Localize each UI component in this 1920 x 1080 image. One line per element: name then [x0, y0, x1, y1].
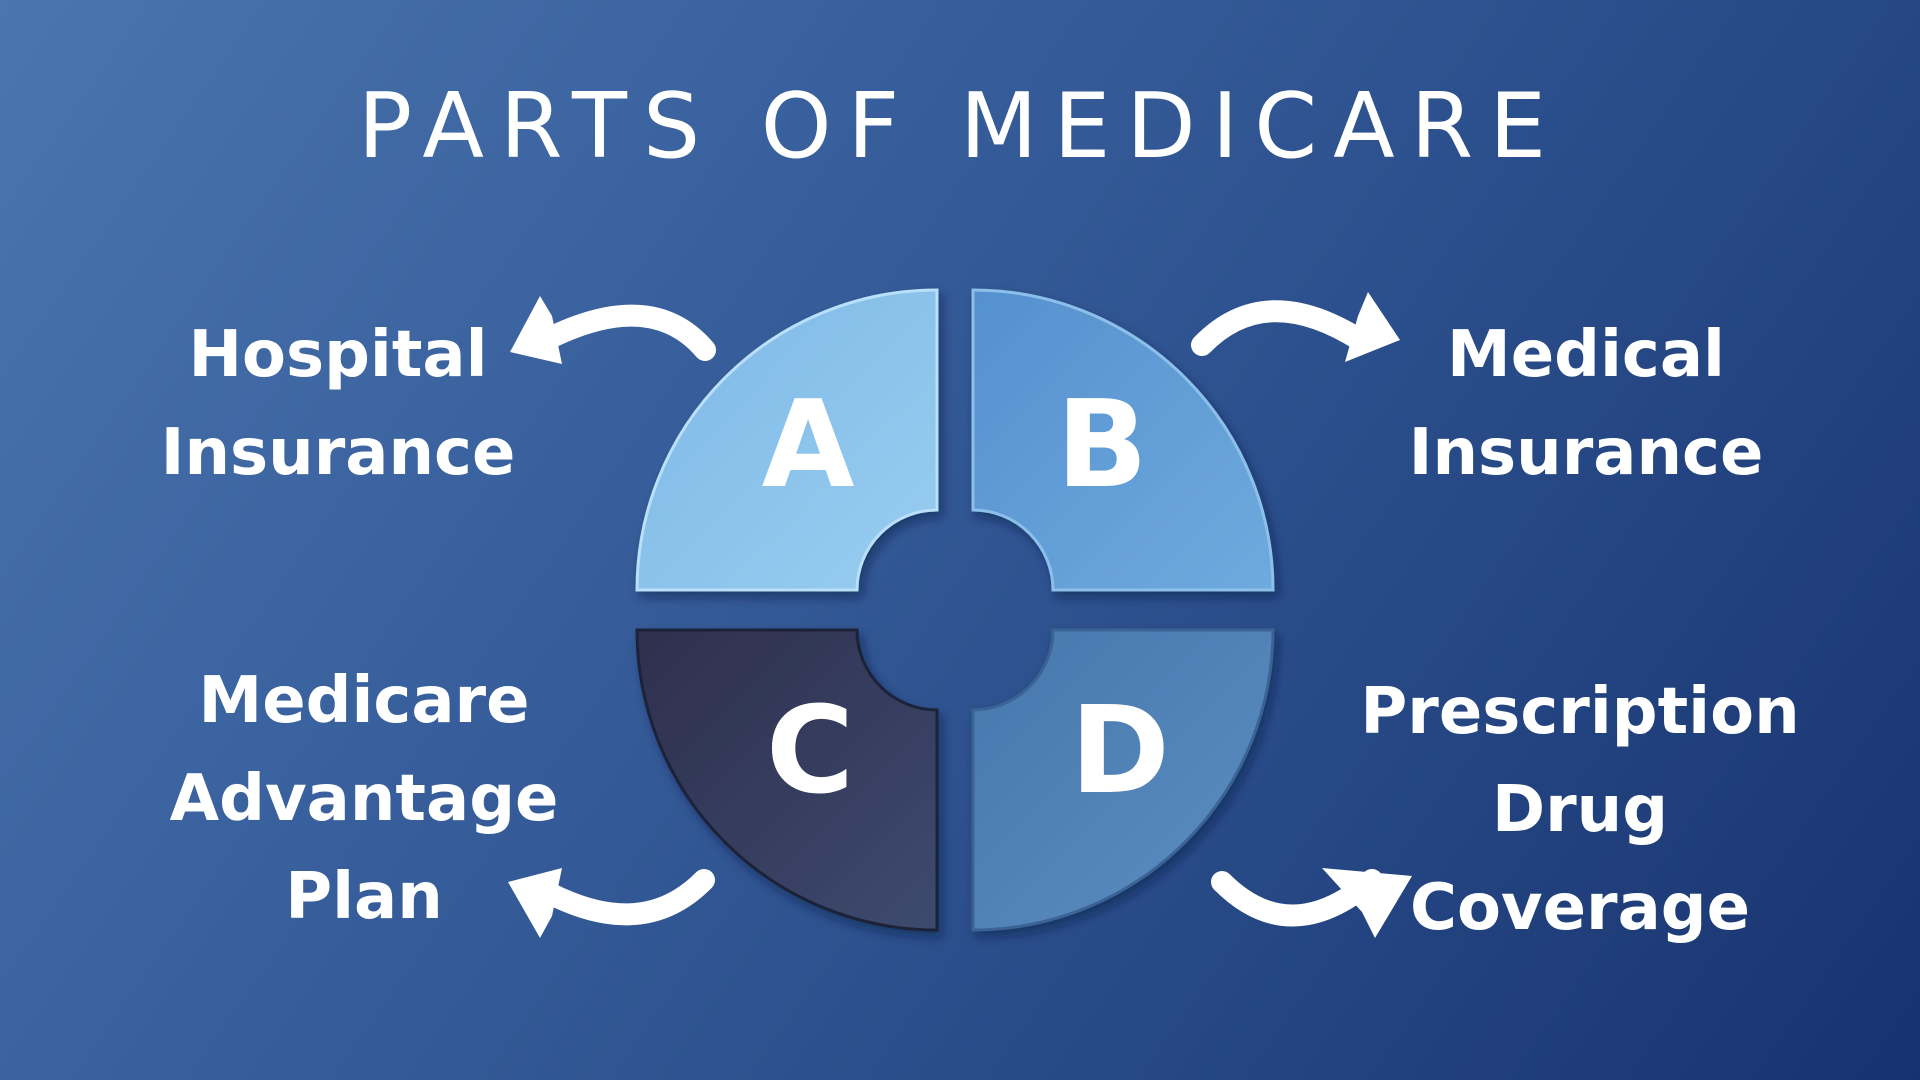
arrowhead-part-c-icon	[508, 868, 562, 938]
label-line: Medical	[1447, 318, 1725, 392]
segment-part-c	[635, 628, 939, 932]
label-line: Insurance	[160, 416, 516, 490]
letter-part-c: C	[766, 682, 854, 821]
label-part-d: Prescription Drug Coverage	[1300, 663, 1860, 957]
arrow-to-part-a-label	[529, 304, 716, 361]
label-line: Medicare	[198, 664, 530, 738]
label-line: Insurance	[1408, 416, 1764, 490]
arrow-to-part-b-label	[1191, 300, 1371, 356]
page-title: PARTS OF MEDICARE	[357, 74, 1563, 179]
label-line: Hospital	[188, 318, 488, 392]
segment-part-d	[971, 628, 1275, 932]
label-line: Plan	[285, 860, 443, 934]
label-line: Advantage	[169, 762, 559, 836]
curved-arrow-icon	[527, 300, 1383, 927]
segment-part-a	[635, 288, 939, 592]
letter-part-d: D	[1070, 682, 1170, 821]
label-part-c: Medicare Advantage Plan	[84, 652, 644, 946]
label-line: Coverage	[1409, 871, 1751, 945]
letter-part-b: B	[1056, 376, 1147, 515]
arrow-to-part-c-label	[527, 869, 715, 926]
arrowhead-part-b-icon	[1345, 292, 1400, 362]
label-part-b: Medical Insurance	[1306, 306, 1866, 502]
arrowhead-part-d-icon	[1322, 868, 1412, 938]
segment-part-b	[971, 288, 1275, 592]
letter-part-a: A	[762, 376, 855, 515]
label-line: Prescription	[1360, 675, 1800, 749]
label-line: Drug	[1491, 773, 1669, 847]
arrowhead-part-a-icon	[510, 296, 562, 364]
label-part-a: Hospital Insurance	[58, 306, 618, 502]
